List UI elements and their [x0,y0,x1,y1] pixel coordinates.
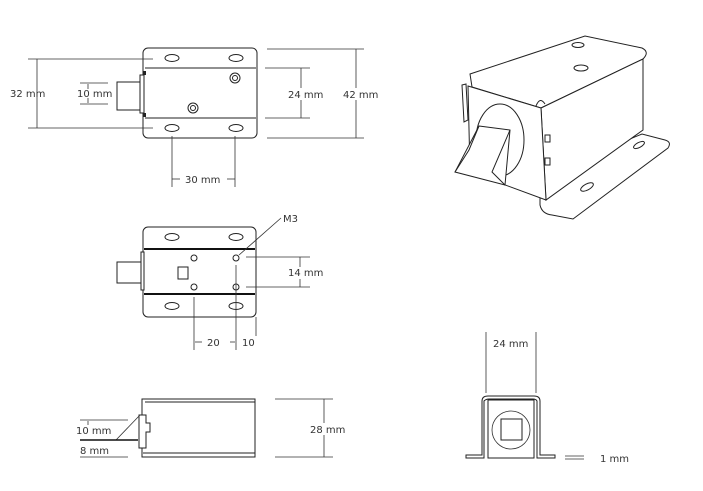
mounting-plate [142,47,258,139]
dim-20: 20 [207,338,220,349]
dim-24mm: 24 mm [288,90,323,101]
dim-10mm-side: 10 mm [76,426,111,437]
label-m3: M3 [283,214,298,225]
slot-hole [164,54,180,62]
dim-14mm: 14 mm [288,268,323,279]
dim-10: 10 [242,338,255,349]
screw [187,102,199,114]
slot-hole [164,124,180,132]
end-view: 24 mm 1 mm [465,332,629,465]
plunger [116,81,141,111]
isometric-view [454,35,670,220]
slot-hole [228,124,244,132]
middle-view: M3 14 mm 20 10 [116,214,326,350]
dim-32mm: 32 mm [10,89,45,100]
square-window [177,266,189,280]
dim-42mm: 42 mm [343,90,378,101]
screw [229,72,241,84]
dim-1mm: 1 mm [600,454,629,465]
top-view: 32 mm 10 mm 24 mm 42 mm 30 mm [10,47,381,187]
slot-hole [228,54,244,62]
dim-8mm: 8 mm [80,446,109,457]
dim-28mm: 28 mm [310,425,345,436]
dim-30mm: 30 mm [185,175,220,186]
dim-10mm: 10 mm [77,89,112,100]
plunger [116,261,142,284]
side-view: 10 mm 8 mm 28 mm [76,398,348,458]
m3-hole [232,254,240,262]
dim-24mm-end: 24 mm [493,339,528,350]
